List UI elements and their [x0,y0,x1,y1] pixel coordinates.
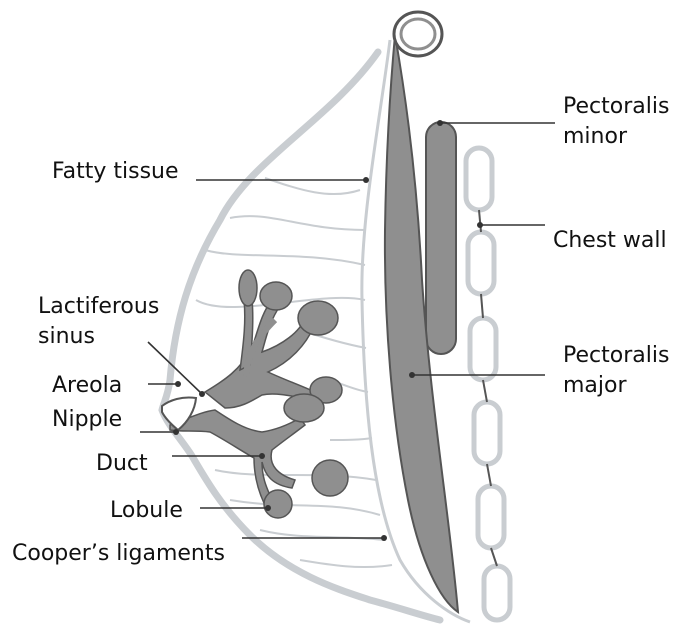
label-chest-wall: Chest wall [553,228,667,253]
label-nipple: Nipple [52,407,122,432]
label-areola: Areola [52,373,122,398]
label-lactiferous-sinus: Lactiferous sinus [38,294,166,349]
label-pectoralis-minor-line1: Pectoralis [563,94,669,119]
label-coopers-ligaments: Cooper’s ligaments [12,541,225,566]
label-lobule: Lobule [110,498,183,523]
label-lactiferous-sinus-line1: Lactiferous [38,294,159,319]
pectoralis-minor-muscle [426,122,456,354]
label-pectoralis-minor-line2: minor [563,124,628,149]
label-lactiferous-sinus-line2: sinus [38,324,95,349]
label-pectoralis-major-line2: major [563,373,627,398]
label-fatty-tissue: Fatty tissue [52,159,179,184]
label-pectoralis-minor: Pectoralis minor [563,94,676,149]
label-pectoralis-major-line1: Pectoralis [563,343,669,368]
chest-wall-ribs [466,148,510,620]
label-duct: Duct [96,451,148,476]
label-pectoralis-major: Pectoralis major [563,343,676,398]
